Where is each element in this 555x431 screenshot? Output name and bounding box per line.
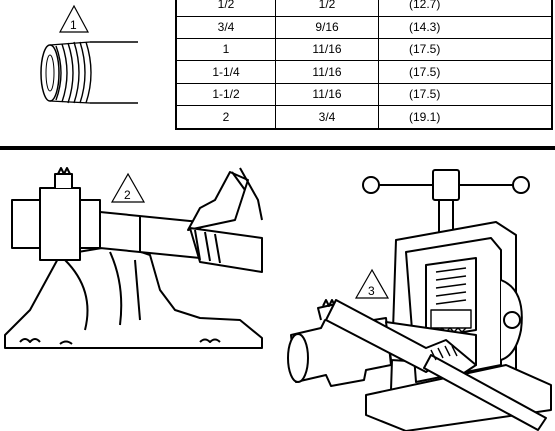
thread-length-in-cell: 11/16 [275,60,379,84]
table-row: 1-1/4 11/16 (17.5) [175,60,553,84]
callout-1: 1 [58,4,90,33]
thread-length-in-cell: 1/2 [275,0,379,17]
callout-2: 2 [110,172,146,203]
callout-2-number: 2 [124,188,131,202]
thread-length-mm-cell: (12.7) [378,0,553,17]
table-row: 2 3/4 (19.1) [175,105,553,130]
thread-length-in-cell: 11/16 [275,82,379,107]
pipe-size-cell: 2 [175,105,276,130]
pipe-size-cell: 1/2 [175,0,276,17]
table-row: 3/4 9/16 (14.3) [175,15,553,40]
callout-3: 3 [354,268,390,299]
section-divider [0,146,555,150]
table-row: 1 11/16 (17.5) [175,37,553,62]
thread-length-table: 1/2 1/2 (12.7) 3/4 9/16 (14.3) 1 11/16 (… [175,0,553,130]
thread-length-mm-cell: (17.5) [378,60,553,84]
vise-wrench-figure: 2 [4,167,263,349]
thread-length-mm-cell: (14.3) [378,15,553,40]
thread-length-mm-cell: (17.5) [378,82,553,107]
threaded-pipe-figure: 1 [40,4,138,104]
thread-length-in-cell: 3/4 [275,105,379,130]
table-row: 1/2 1/2 (12.7) [175,0,553,17]
thread-length-mm-cell: (19.1) [378,105,553,130]
thread-length-mm-cell: (17.5) [378,37,553,62]
pipe-size-cell: 1-1/4 [175,60,276,84]
callout-1-number: 1 [70,18,77,32]
callout-3-number: 3 [368,284,375,298]
pipe-size-cell: 1 [175,37,276,62]
thread-length-in-cell: 11/16 [275,37,379,62]
pipe-size-cell: 1-1/2 [175,82,276,107]
thread-length-in-cell: 9/16 [275,15,379,40]
pipe-vise-wrench-figure: 3 [287,169,552,431]
pipe-size-cell: 3/4 [175,15,276,40]
table-row: 1-1/2 11/16 (17.5) [175,82,553,107]
